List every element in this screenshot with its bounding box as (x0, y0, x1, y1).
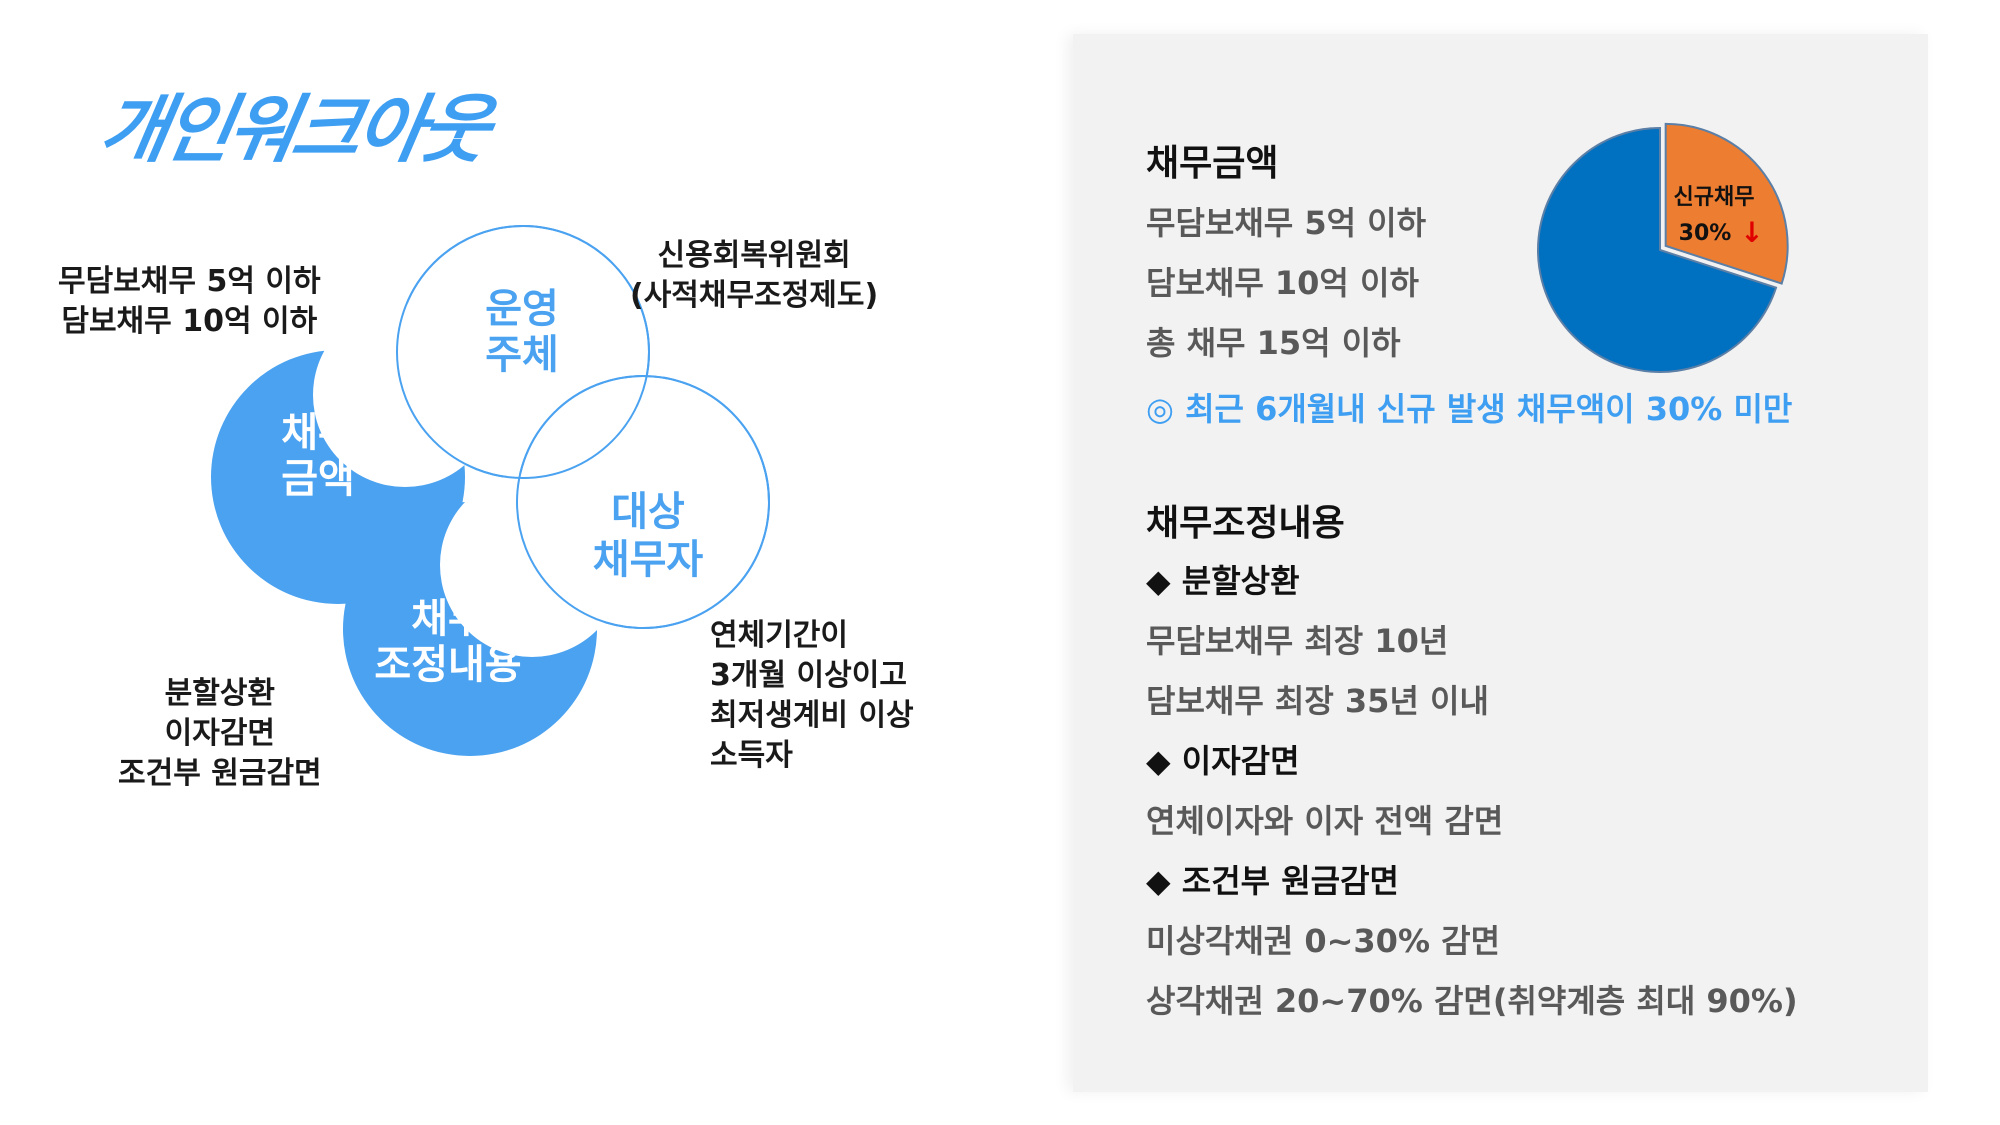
annotation-target-line: 연체기간이 (710, 618, 848, 653)
adjust-line: 무담보채무 최장 10년 (1146, 622, 1449, 660)
target-label-2: 채무자 (593, 537, 704, 583)
annotation-adjust-line: 분할상환 (164, 676, 276, 711)
annotation-adjust: 분할상환 이자감면 조건부 원금감면 (118, 674, 322, 794)
annotation-adjust-line: 조건부 원금감면 (118, 756, 322, 791)
circle-operator-outline (396, 225, 650, 479)
annotation-operator-line: (사적채무조정제도) (630, 278, 879, 313)
adjust-label-2: 조정내용 (374, 642, 521, 688)
bullet-installment: ◆ 분할상환 (1146, 562, 1300, 600)
pie-label-name: 신규채무 (1674, 185, 1755, 210)
adjust-section-title: 채무조정내용 (1146, 503, 1345, 544)
amount-note: ◎ 최근 6개월내 신규 발생 채무액이 30% 미만 (1146, 390, 1793, 428)
operator-label-1: 운영 (485, 286, 559, 332)
adjust-line: 상각채권 20~70% 감면(취약계층 최대 90%) (1146, 982, 1798, 1020)
adjust-line: 연체이자와 이자 전액 감면 (1146, 802, 1504, 840)
annotation-operator: 신용회복위원회 (사적채무조정제도) (630, 236, 878, 316)
adjust-label-1: 채무 (411, 596, 485, 642)
annotation-operator-line: 신용회복위원회 (657, 238, 851, 273)
amount-label-2: 금액 (281, 456, 355, 502)
amount-line: 담보채무 10억 이하 (1146, 264, 1419, 302)
pie-slice (1537, 126, 1778, 373)
annotation-amount: 무담보채무 5억 이하 담보채무 10억 이하 (58, 262, 321, 342)
pie-label-value: 30% (1679, 221, 1732, 246)
annotation-target-line: 최저생계비 이상 (710, 698, 914, 733)
new-debt-pie-chart: 신규채무 30% ↓ (1537, 122, 1789, 373)
annotation-adjust-line: 이자감면 (164, 716, 276, 751)
amount-section-title: 채무금액 (1146, 143, 1279, 184)
amount-label-1: 채무 (281, 410, 355, 456)
bullet-principal: ◆ 조건부 원금감면 (1146, 862, 1399, 900)
annotation-target-line: 3개월 이상이고 (710, 658, 907, 693)
annotation-target-line: 소득자 (710, 738, 793, 773)
operator-label-2: 주체 (485, 332, 559, 378)
annotation-target: 연체기간이 3개월 이상이고 최저생계비 이상 소득자 (710, 616, 914, 776)
target-label-1: 대상 (611, 489, 685, 535)
circle-target-outline (516, 375, 770, 629)
amount-line: 총 채무 15억 이하 (1146, 324, 1401, 362)
amount-line: 무담보채무 5억 이하 (1146, 204, 1427, 242)
annotation-amount-line: 무담보채무 5억 이하 (58, 264, 321, 299)
adjust-line: 미상각채권 0~30% 감면 (1146, 922, 1501, 960)
down-arrow-icon: ↓ (1740, 216, 1763, 249)
bullet-interest: ◆ 이자감면 (1146, 742, 1300, 780)
pie-slice (1664, 122, 1789, 285)
info-panel (1073, 34, 1928, 1092)
workout-diagram: 운영 주체 채무 금액 대상 채무자 채무 조정내용 (211, 225, 770, 756)
adjust-line: 담보채무 최장 35년 이내 (1146, 682, 1489, 720)
annotation-amount-line: 담보채무 10억 이하 (61, 304, 318, 339)
